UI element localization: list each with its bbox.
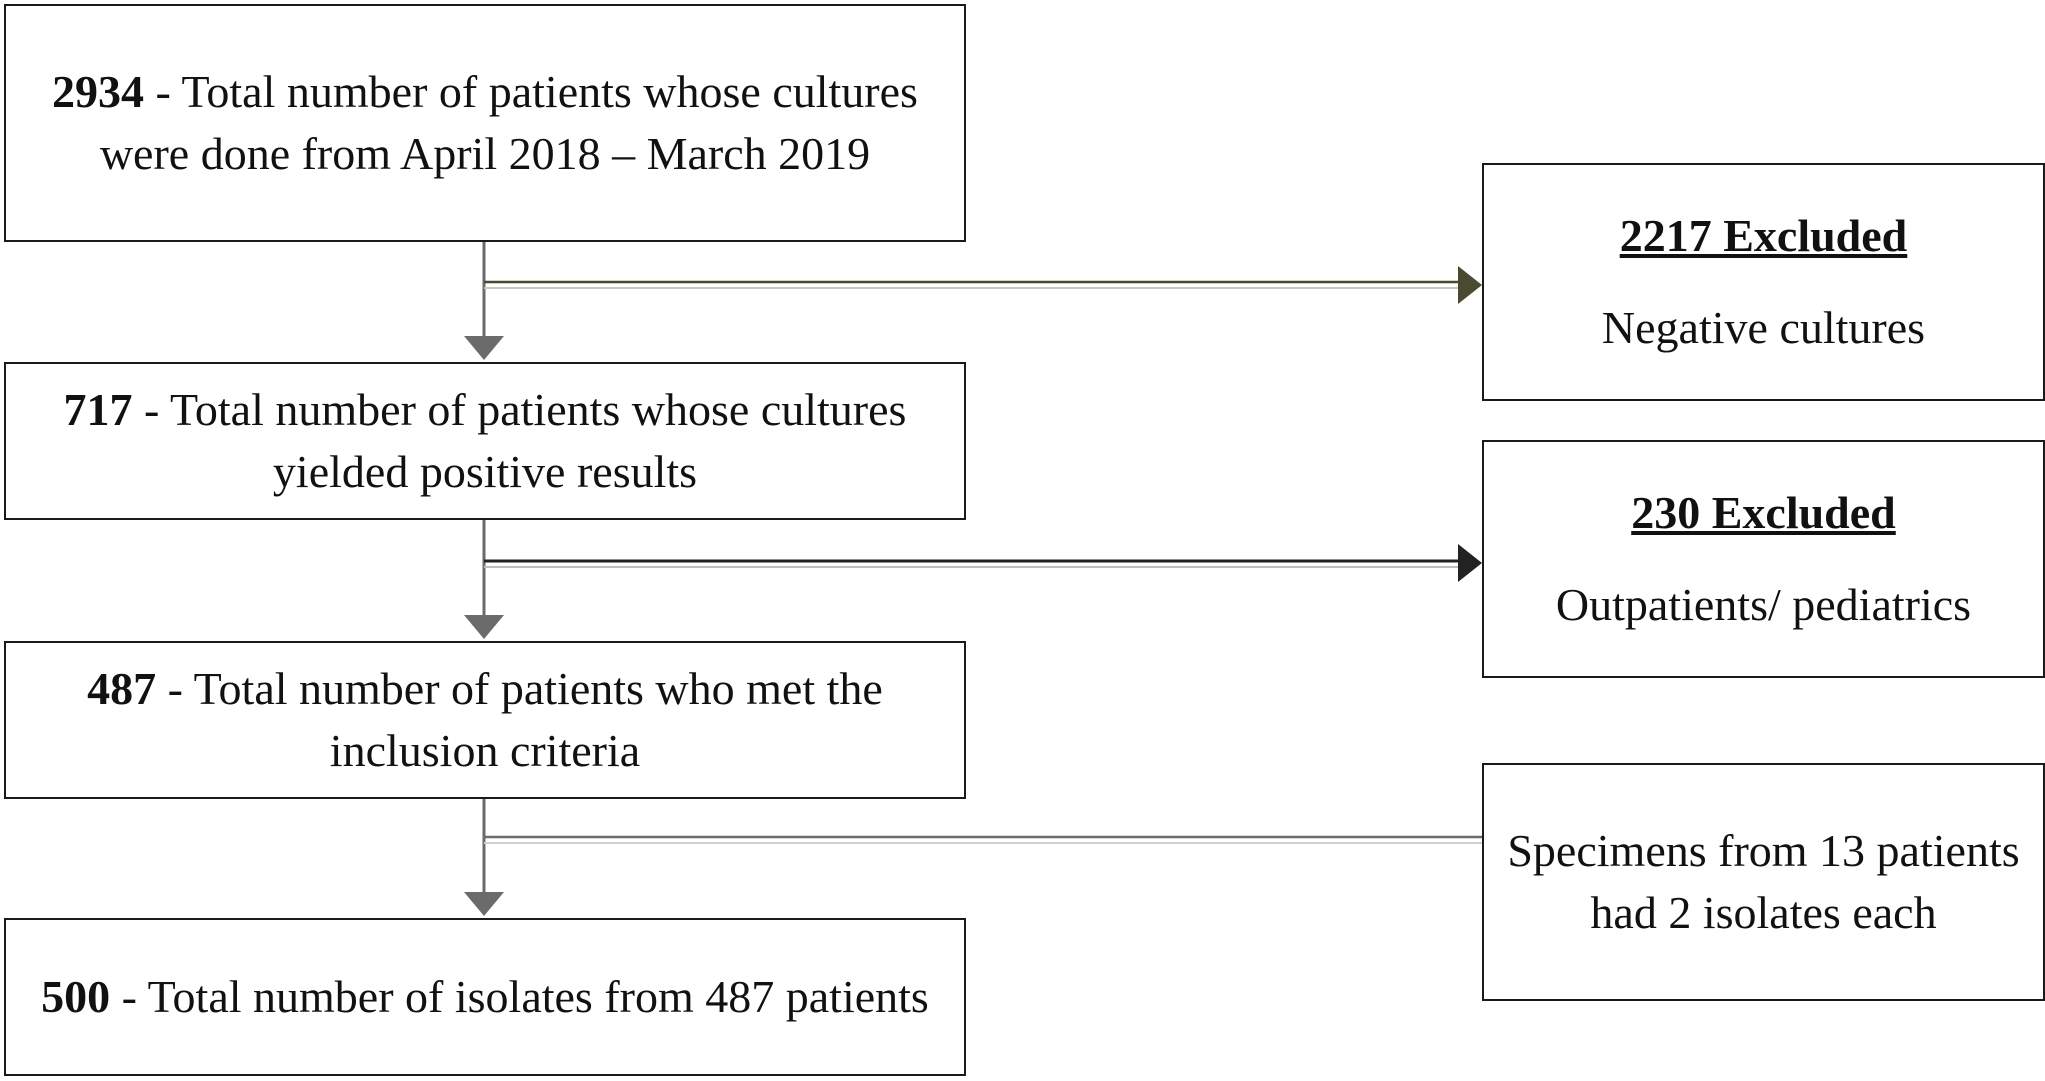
down-arrow-2 [464, 615, 504, 639]
flow-step-2-box: 717 - Total number of patients whose cul… [4, 362, 966, 520]
flow-step-4-text: 500 - Total number of isolates from 487 … [41, 966, 929, 1028]
right-arrow-2 [1458, 544, 1482, 582]
exclusion-1-heading: 2217 Excluded [1619, 210, 1908, 262]
down-arrow-1 [464, 336, 504, 360]
flow-step-2-text: 717 - Total number of patients whose cul… [26, 379, 944, 502]
flow-step-1-text: 2934 - Total number of patients whose cu… [26, 61, 944, 184]
flow-step-3-count: 487 [87, 663, 157, 715]
isolates-note-text: Specimens from 13 patients had 2 isolate… [1507, 825, 2020, 938]
down-arrow-3 [464, 892, 504, 916]
flow-step-1-count: 2934 [52, 66, 145, 118]
flow-step-2-description: - Total number of patients whose culture… [132, 384, 907, 497]
flow-step-1-description: - Total number of patients whose culture… [99, 66, 918, 179]
right-arrow-1 [1458, 266, 1482, 304]
flow-step-4-description: - Total number of isolates from 487 pati… [110, 971, 929, 1023]
flow-step-3-text: 487 - Total number of patients who met t… [26, 658, 944, 781]
exclusion-box-2: 230 Excluded Outpatients/ pediatrics [1482, 440, 2045, 678]
flow-step-1-box: 2934 - Total number of patients whose cu… [4, 4, 966, 242]
exclusion-2-heading: 230 Excluded [1631, 487, 1896, 539]
exclusion-1-reason: Negative cultures [1601, 302, 1926, 353]
flow-step-4-count: 500 [41, 971, 111, 1023]
isolates-note-box: Specimens from 13 patients had 2 isolate… [1482, 763, 2045, 1001]
flow-step-3-description: - Total number of patients who met the i… [156, 663, 883, 776]
flow-step-4-box: 500 - Total number of isolates from 487 … [4, 918, 966, 1076]
flow-step-2-count: 717 [63, 384, 133, 436]
exclusion-box-1: 2217 Excluded Negative cultures [1482, 163, 2045, 401]
exclusion-2-reason: Outpatients/ pediatrics [1555, 579, 1972, 630]
flow-step-3-box: 487 - Total number of patients who met t… [4, 641, 966, 799]
